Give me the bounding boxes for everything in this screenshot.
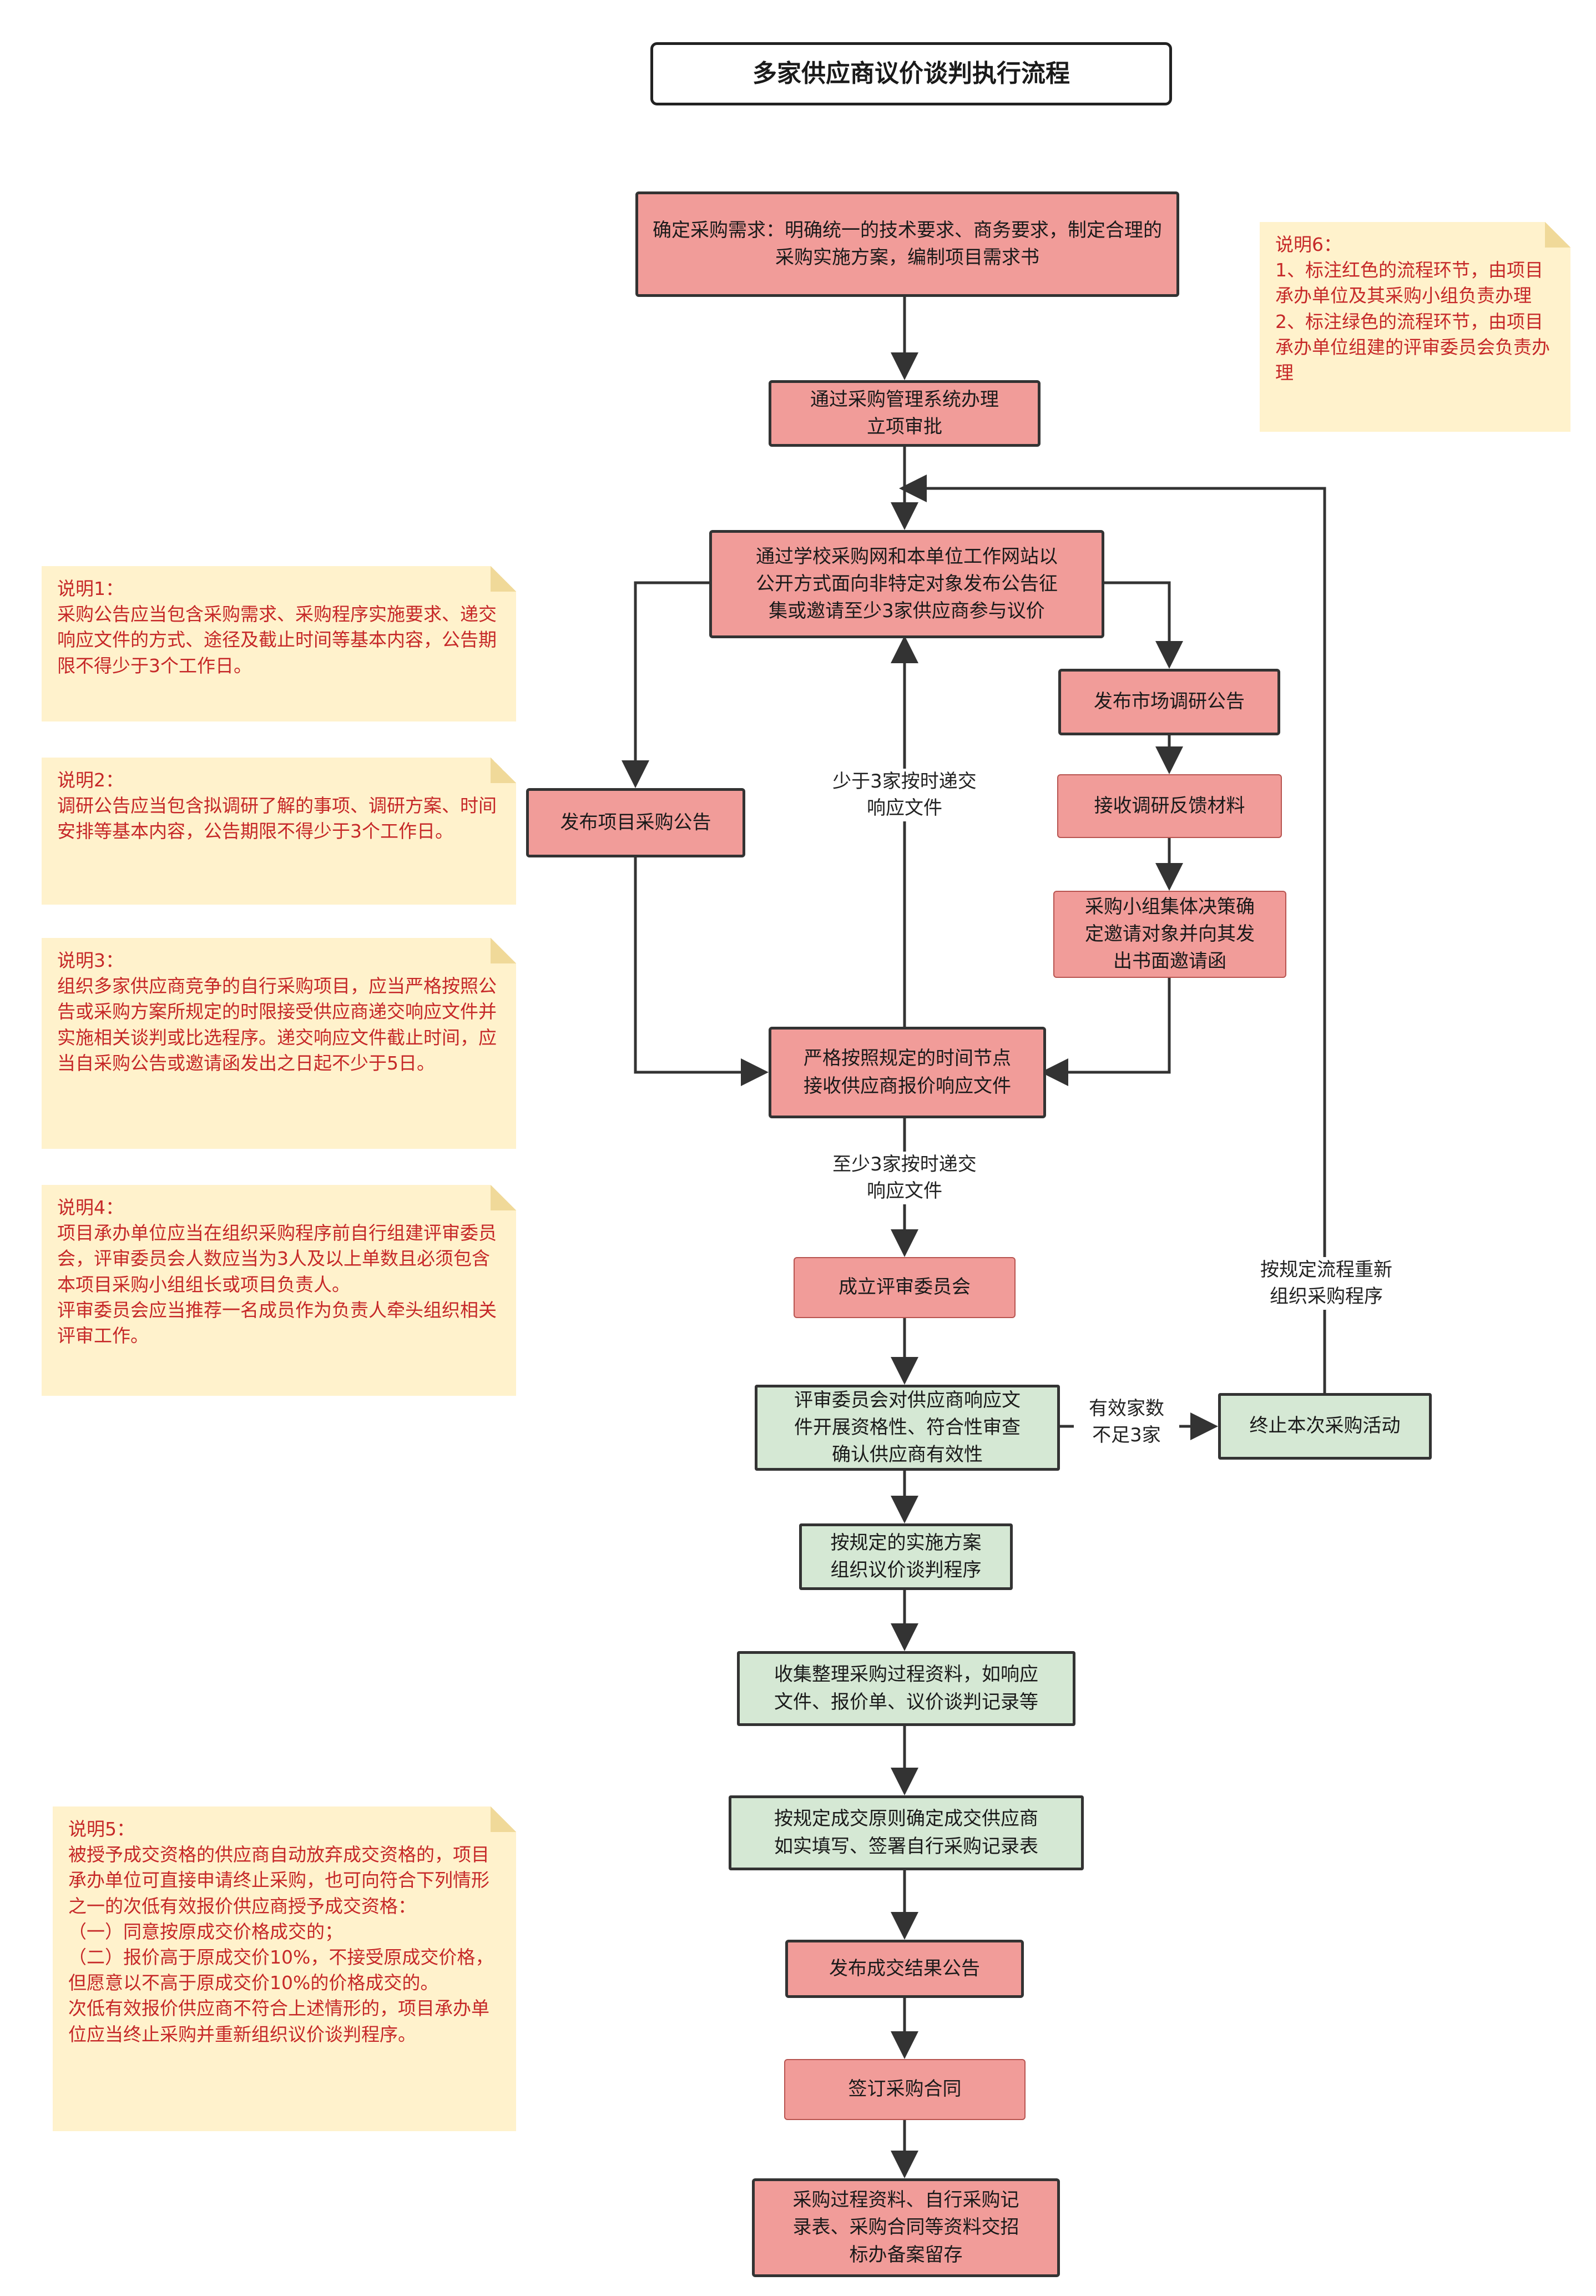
note-2: 说明2： 调研公告应当包含拟调研了解的事项、调研方案、时间安排等基本内容，公告期… <box>42 758 516 905</box>
node-receive-feedback: 接收调研反馈材料 <box>1057 774 1282 838</box>
node-approval: 通过采购管理系统办理 立项审批 <box>769 380 1041 447</box>
node-archive: 采购过程资料、自行采购记 录表、采购合同等资料交招 标办备案留存 <box>752 2178 1060 2277</box>
diagram-title: 多家供应商议价谈判执行流程 <box>650 42 1172 105</box>
edge-n3-n5 <box>1104 581 1183 669</box>
node-terminate: 终止本次采购活动 <box>1218 1393 1432 1460</box>
edge-n4-n8 <box>634 857 769 1086</box>
node-project-announcement: 发布项目采购公告 <box>526 788 745 857</box>
node-determine-supplier: 按规定成交原则确定成交供应商 如实填写、签署自行采购记录表 <box>729 1795 1084 1870</box>
edge-n3-n4 <box>622 581 709 788</box>
node-receive-quotes: 严格按照规定的时间节点 接收供应商报价响应文件 <box>769 1027 1046 1118</box>
note-3: 说明3： 组织多家供应商竞争的自行采购项目，应当严格按照公告或采购方案所规定的时… <box>42 938 516 1149</box>
edge-n7-n8 <box>1041 978 1171 1086</box>
node-committee-review: 评审委员会对供应商响应文 件开展资格性、符合性审查 确认供应商有效性 <box>755 1385 1060 1471</box>
node-sign-contract: 签订采购合同 <box>784 2059 1026 2120</box>
note-5: 说明5： 被授予成交资格的供应商自动放弃成交资格的，项目承办单位可直接申请终止采… <box>53 1806 516 2131</box>
note-1: 说明1： 采购公告应当包含采购需求、采购程序实施要求、递交响应文件的方式、途径及… <box>42 566 516 721</box>
note-6: 说明6： 1、标注红色的流程环节，由项目承办单位及其采购小组负责办理 2、标注绿… <box>1260 222 1570 432</box>
node-form-committee: 成立评审委员会 <box>794 1257 1016 1318</box>
node-group-decision: 采购小组集体决策确 定邀请对象并向其发 出书面邀请函 <box>1053 891 1286 978</box>
node-publish-invite: 通过学校采购网和本单位工作网站以 公开方式面向非特定对象发布公告征 集或邀请至少… <box>709 530 1104 638</box>
node-negotiation: 按规定的实施方案 组织议价谈判程序 <box>799 1523 1013 1590</box>
label-valid-less-than-3: 有效家数 不足3家 <box>1074 1396 1179 1449</box>
note-4: 说明4： 项目承办单位应当在组织采购程序前自行组建评审委员会，评审委员会人数应当… <box>42 1185 516 1396</box>
node-publish-result: 发布成交结果公告 <box>785 1940 1024 1998</box>
edge-n11-restart <box>899 475 1326 1393</box>
label-at-least-3: 至少3家按时递交 响应文件 <box>819 1152 991 1205</box>
label-restart: 按规定流程重新 组织采购程序 <box>1240 1257 1412 1310</box>
label-less-than-3: 少于3家按时递交 响应文件 <box>819 769 991 822</box>
node-define-requirements: 确定采购需求：明确统一的技术要求、商务要求，制定合理的采购实施方案，编制项目需求… <box>635 191 1179 297</box>
node-collect-materials: 收集整理采购过程资料，如响应 文件、报价单、议价谈判记录等 <box>737 1651 1075 1726</box>
node-market-research-announcement: 发布市场调研公告 <box>1058 669 1280 735</box>
